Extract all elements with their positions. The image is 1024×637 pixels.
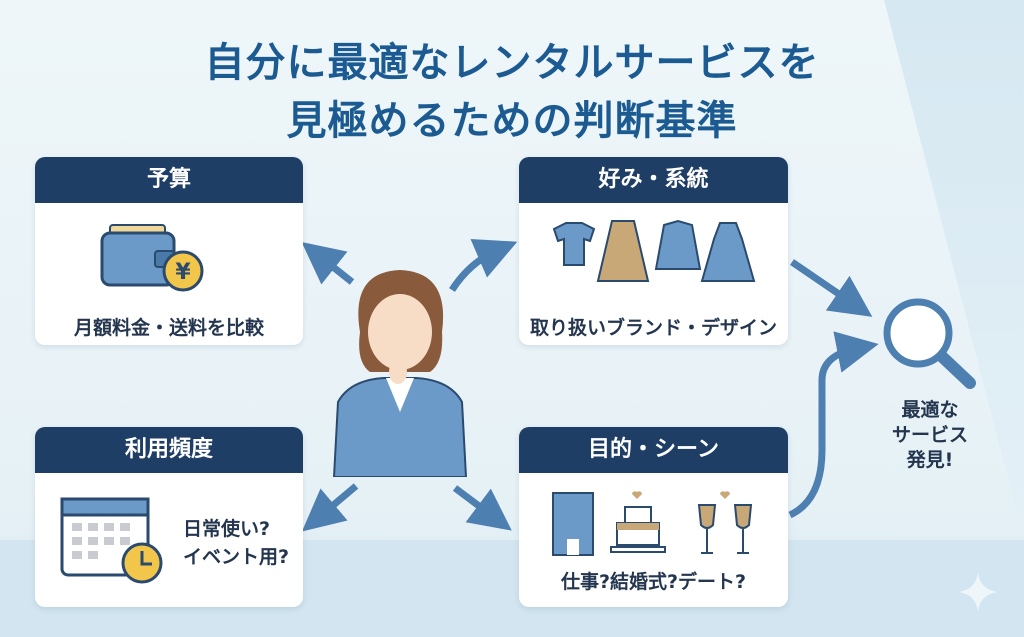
arrow-to-frequency <box>301 483 359 532</box>
svg-text:¥: ¥ <box>175 260 191 285</box>
dress-icon <box>700 222 756 282</box>
goal-text: 最適な サービス 発見! <box>880 398 980 473</box>
yen-coin-icon <box>162 250 204 292</box>
card-header: 利用頻度 <box>35 427 303 473</box>
card-text: 取り扱いブランド・デザイン <box>529 317 777 339</box>
card-text: 日常使い? イベント用? <box>183 515 289 571</box>
card-frequency: 利用頻度 日常使い? イベント用? <box>35 427 303 607</box>
card-header: 予算 <box>35 157 303 203</box>
wine-glasses-icon <box>697 491 753 554</box>
goal-line: サービス <box>891 424 968 446</box>
goal-line: 最適な <box>901 399 959 421</box>
arrow-purpose-to-goal <box>788 331 879 519</box>
card-text: 月額料金・送料を比較 <box>73 317 264 339</box>
calendar-icon <box>60 497 163 584</box>
title-line-1: 自分に最適なレンタルサービスを <box>204 40 820 86</box>
card-taste: 好み・系統 取り扱いブランド・デザイン <box>519 157 788 345</box>
arrow-to-budget <box>301 241 355 285</box>
clothing-icons <box>552 219 756 282</box>
wallet-icon: ¥ <box>100 224 204 292</box>
card-purpose: 目的・シーン 仕事?結婚式?デート? <box>519 427 788 607</box>
arrow-to-purpose <box>452 485 512 531</box>
jacket-icon <box>654 219 702 270</box>
title-line-2: 見極めるための判断基準 <box>286 98 738 144</box>
goal-line: 発見! <box>906 449 954 471</box>
wedding-cake-icon <box>610 491 666 553</box>
card-header: 好み・系統 <box>519 157 788 203</box>
office-building-icon <box>552 492 594 556</box>
skirt-icon <box>596 220 650 282</box>
card-text-line: 日常使い? <box>183 518 271 540</box>
card-text-line: イベント用? <box>183 546 290 568</box>
card-budget: 予算 ¥ 月額料金・送料を比較 <box>35 157 303 345</box>
card-header: 目的・シーン <box>519 427 788 473</box>
card-text: 仕事?結婚式?デート? <box>560 571 747 593</box>
magnifier-icon <box>883 298 976 389</box>
tshirt-icon <box>552 222 596 266</box>
scene-icons <box>552 491 753 556</box>
sparkle-icon <box>958 572 998 612</box>
arrow-taste-to-goal <box>790 259 873 317</box>
arrow-to-taste <box>449 238 518 292</box>
thinking-person-illustration <box>332 270 468 477</box>
